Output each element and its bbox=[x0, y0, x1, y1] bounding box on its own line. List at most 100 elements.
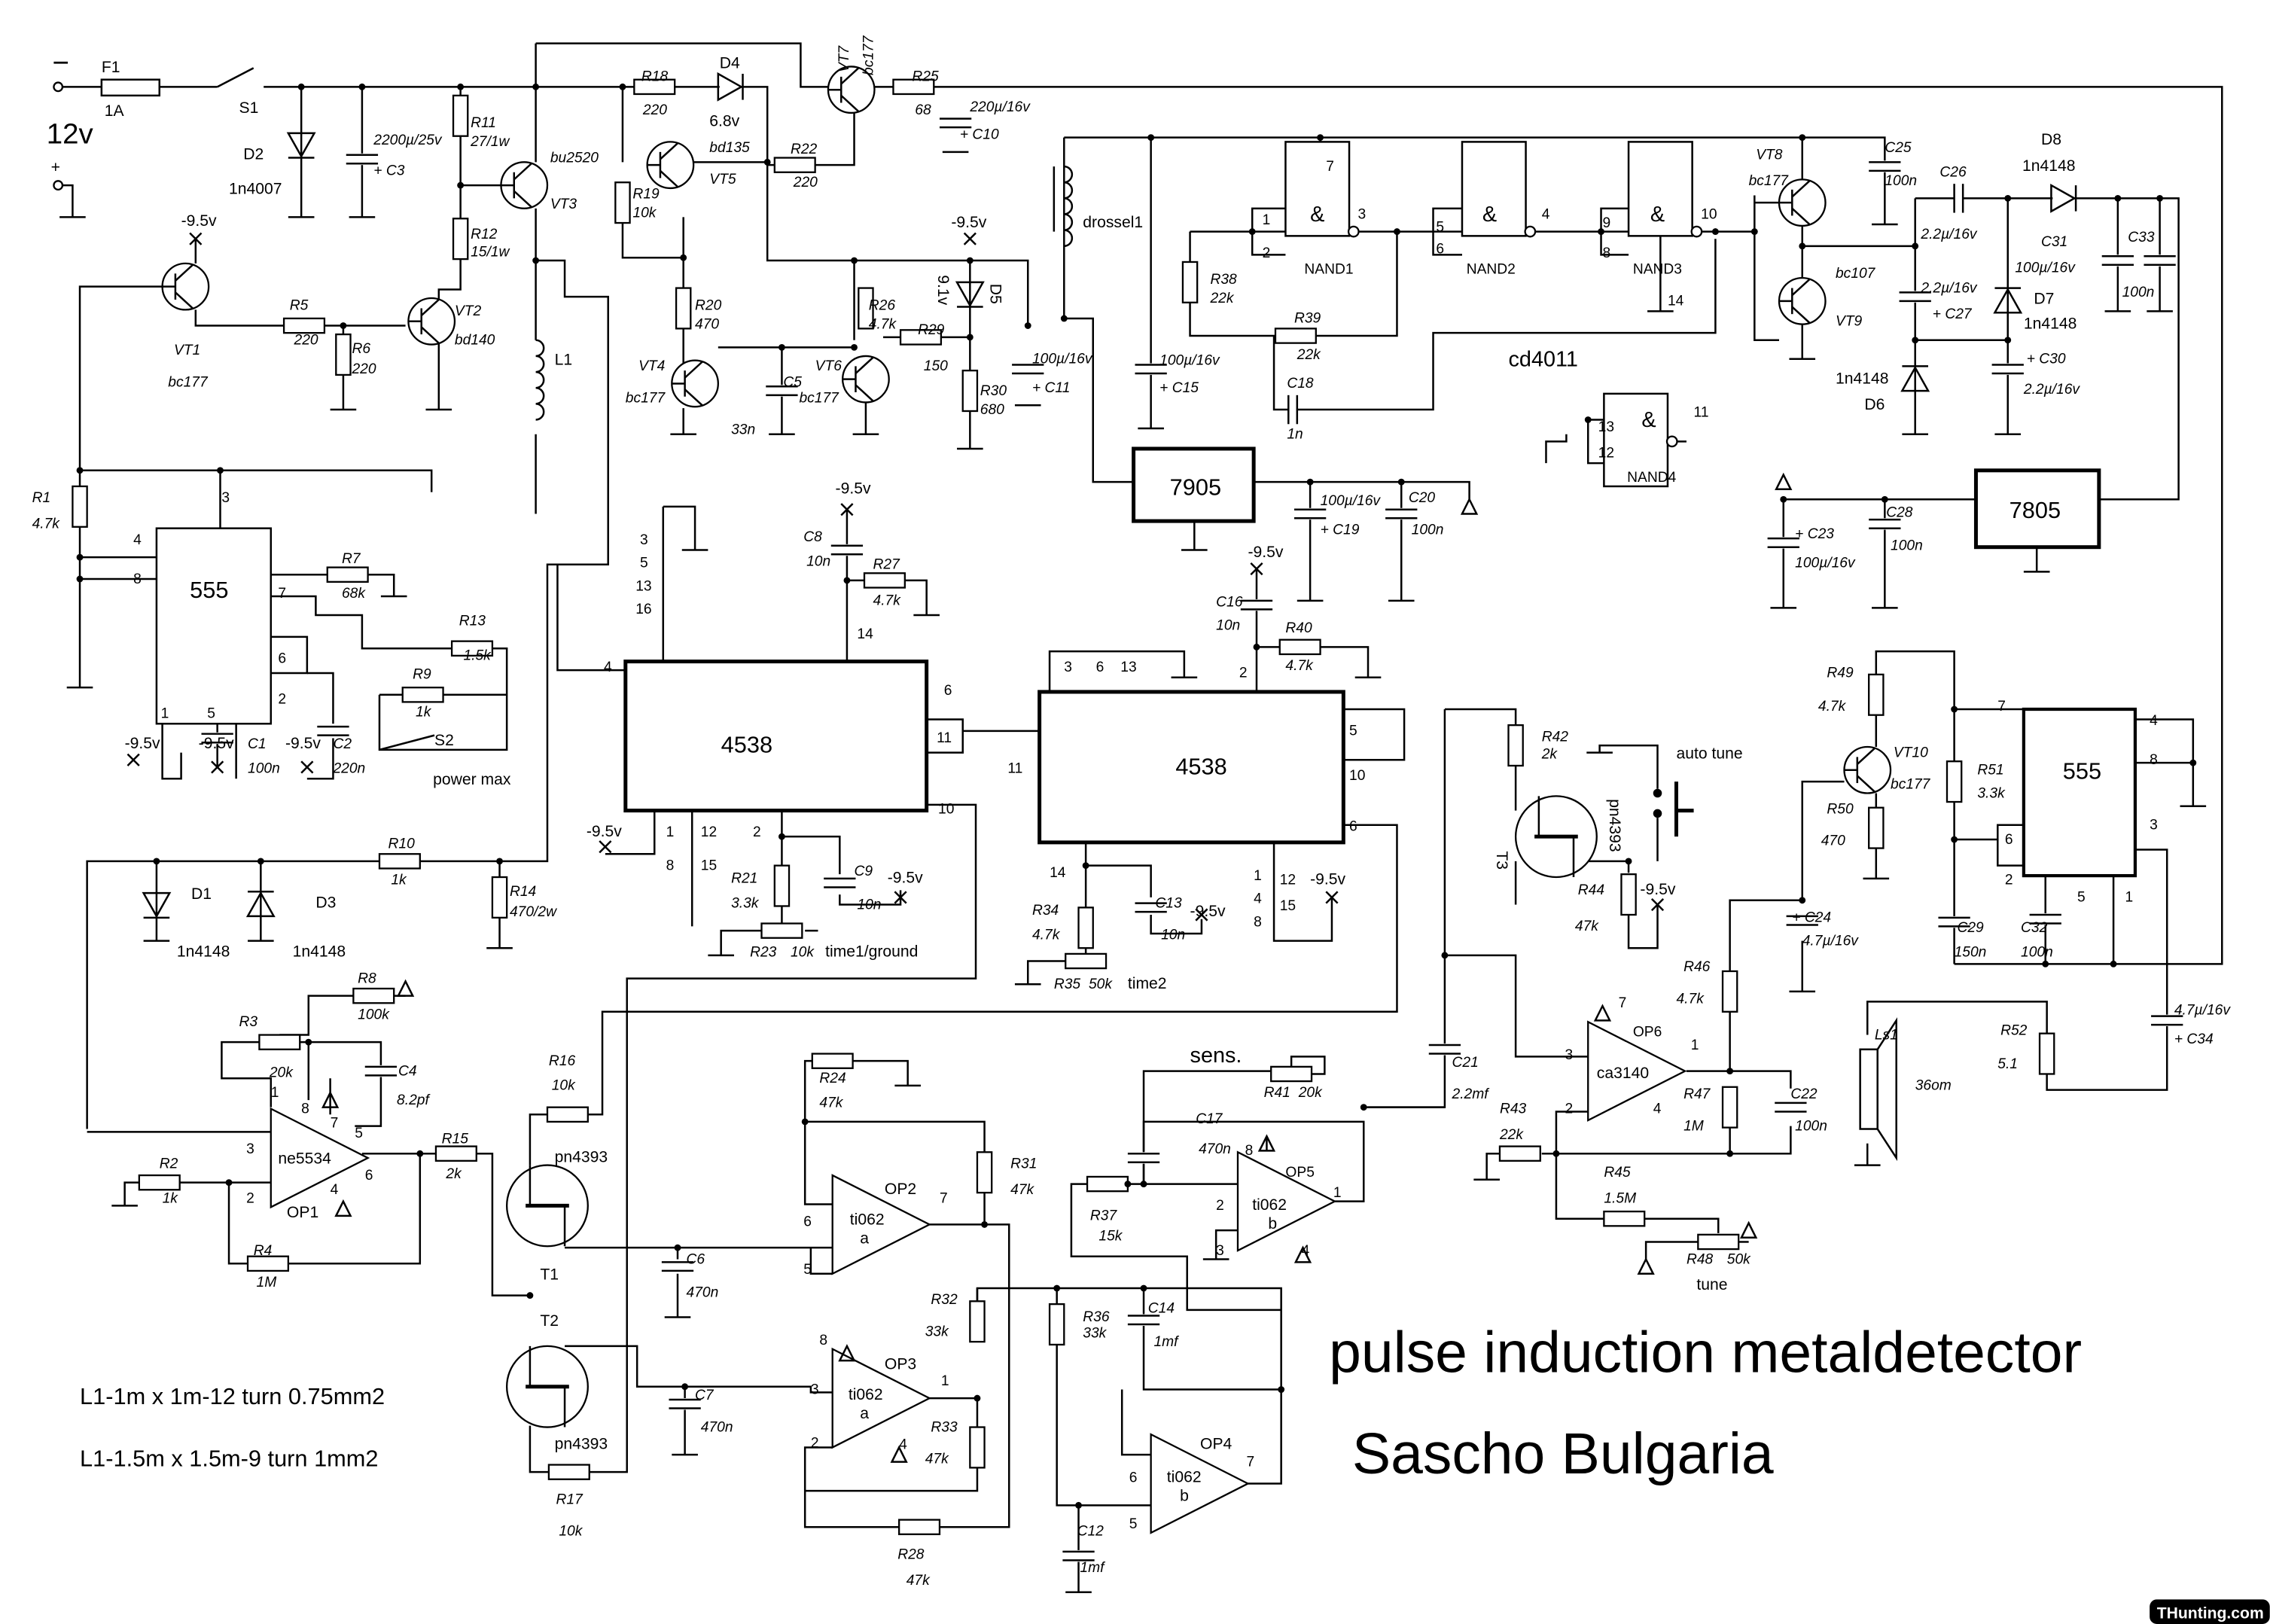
junction-dot bbox=[1951, 705, 1958, 713]
component-label: 1 bbox=[1254, 868, 1262, 884]
transistor-icon bbox=[162, 264, 193, 309]
component-label: -9.5v bbox=[199, 735, 234, 752]
capacitor bbox=[346, 153, 379, 166]
component-label: 100n bbox=[2021, 945, 2053, 961]
wire bbox=[1254, 480, 1470, 500]
wire bbox=[62, 184, 74, 218]
wire bbox=[939, 1223, 1010, 1528]
wire bbox=[1056, 1344, 1151, 1507]
component-label: C20 bbox=[1409, 490, 1436, 506]
component-label: R46 bbox=[1683, 959, 1711, 975]
component-label: 1 bbox=[2125, 890, 2133, 906]
component-label: R21 bbox=[731, 871, 757, 887]
component-label: 3 bbox=[221, 490, 230, 506]
junction-dot bbox=[496, 858, 503, 865]
inverter-bubble-icon bbox=[1690, 225, 1703, 238]
wire bbox=[1644, 1241, 1699, 1260]
junction-dot bbox=[1799, 242, 1806, 250]
component-label: R37 bbox=[1090, 1208, 1118, 1224]
supply-arrow-icon bbox=[1637, 1257, 1655, 1275]
component-label: 5 bbox=[640, 556, 648, 571]
supply-marker-icon bbox=[126, 753, 140, 766]
capacitor bbox=[1899, 291, 1931, 303]
wire bbox=[2134, 718, 2195, 806]
opamp-icon bbox=[831, 1174, 932, 1275]
supply-marker-icon bbox=[840, 503, 854, 516]
component-label: 1 bbox=[1263, 212, 1271, 228]
junction-dot bbox=[217, 467, 224, 474]
component-label: R13 bbox=[459, 614, 486, 629]
component-label: T3 bbox=[1493, 851, 1510, 870]
coil-note-2: L1-1.5m x 1.5m-9 turn 1mm2 bbox=[80, 1445, 378, 1471]
junction-dot bbox=[966, 257, 974, 264]
component-label: R11 bbox=[471, 115, 496, 131]
wire bbox=[1063, 137, 1134, 483]
component-label: 5 bbox=[1349, 724, 1357, 739]
capacitor bbox=[1062, 1549, 1095, 1562]
component-label: 7 bbox=[278, 586, 286, 602]
component-label: 1mf bbox=[1080, 1560, 1105, 1576]
component-label: 470 bbox=[1821, 833, 1845, 849]
wire bbox=[306, 672, 334, 724]
resistor bbox=[1721, 970, 1738, 1013]
resistor bbox=[138, 1174, 181, 1191]
component-label: 5 bbox=[1129, 1516, 1138, 1532]
component-label: R45 bbox=[1604, 1165, 1631, 1181]
component-label: 4.7µ/16v bbox=[1802, 933, 1860, 949]
resistor bbox=[773, 157, 816, 173]
component-label: 2.2µ/16v bbox=[1920, 227, 1978, 242]
component-label: 14 bbox=[1050, 865, 1066, 881]
mono-4538-left-box bbox=[623, 660, 929, 813]
inverter-bubble-icon bbox=[1524, 225, 1537, 238]
junction-dot bbox=[851, 257, 858, 264]
junction-dot bbox=[532, 257, 540, 264]
component-label: 5 bbox=[1436, 220, 1444, 236]
component-label: 22k bbox=[1499, 1127, 1524, 1143]
junction-dot bbox=[1441, 952, 1449, 959]
component-label: -9.5v bbox=[1248, 544, 1283, 561]
capacitor bbox=[669, 1398, 701, 1410]
component-label: power max bbox=[433, 771, 511, 788]
component-label: 3 bbox=[1358, 206, 1367, 222]
junction-dot bbox=[225, 1179, 233, 1187]
supply-marker-icon bbox=[211, 760, 224, 774]
nand4-symbol: & bbox=[1641, 408, 1656, 432]
wire bbox=[80, 469, 433, 492]
component-label: C16 bbox=[1216, 595, 1243, 611]
component-label: 150n bbox=[1955, 945, 1987, 961]
junction-dot bbox=[619, 83, 626, 90]
diode-icon bbox=[2050, 183, 2077, 213]
junction-dot bbox=[1075, 1501, 1082, 1509]
component-label: 8 bbox=[1602, 245, 1610, 261]
component-label: D3 bbox=[315, 894, 336, 911]
junction-dot bbox=[981, 1220, 988, 1228]
supply-arrow-icon bbox=[396, 979, 415, 997]
wire bbox=[1142, 1070, 1272, 1184]
wire bbox=[904, 579, 928, 616]
junction-dot bbox=[1060, 315, 1068, 322]
junction-dot bbox=[763, 158, 771, 166]
component-label: 13 bbox=[635, 578, 651, 594]
component-label: R16 bbox=[549, 1053, 576, 1069]
component-label: 6 bbox=[278, 651, 286, 666]
wire bbox=[932, 86, 2223, 965]
component-label: 33k bbox=[925, 1324, 949, 1339]
component-label: R30 bbox=[980, 383, 1007, 399]
component-label: + C23 bbox=[1795, 526, 1834, 542]
inverter-bubble-icon bbox=[1347, 225, 1360, 238]
component-label: ne5534 bbox=[278, 1150, 331, 1168]
component-label: 6 bbox=[2005, 832, 2013, 848]
capacitor bbox=[766, 385, 798, 397]
diode-icon bbox=[142, 891, 172, 919]
component-label: 10 bbox=[1701, 206, 1717, 222]
auto-tune-contact bbox=[1653, 788, 1662, 798]
junction-dot bbox=[340, 322, 347, 329]
component-label: b bbox=[1180, 1488, 1189, 1505]
coil-note-1: L1-1m x 1m-12 turn 0.75mm2 bbox=[80, 1383, 385, 1409]
junction-dot bbox=[457, 83, 465, 90]
component-label: D2 bbox=[243, 145, 264, 163]
component-label: R31 bbox=[1010, 1156, 1037, 1172]
transistor-icon bbox=[827, 67, 860, 112]
transistor-icon bbox=[501, 163, 532, 208]
